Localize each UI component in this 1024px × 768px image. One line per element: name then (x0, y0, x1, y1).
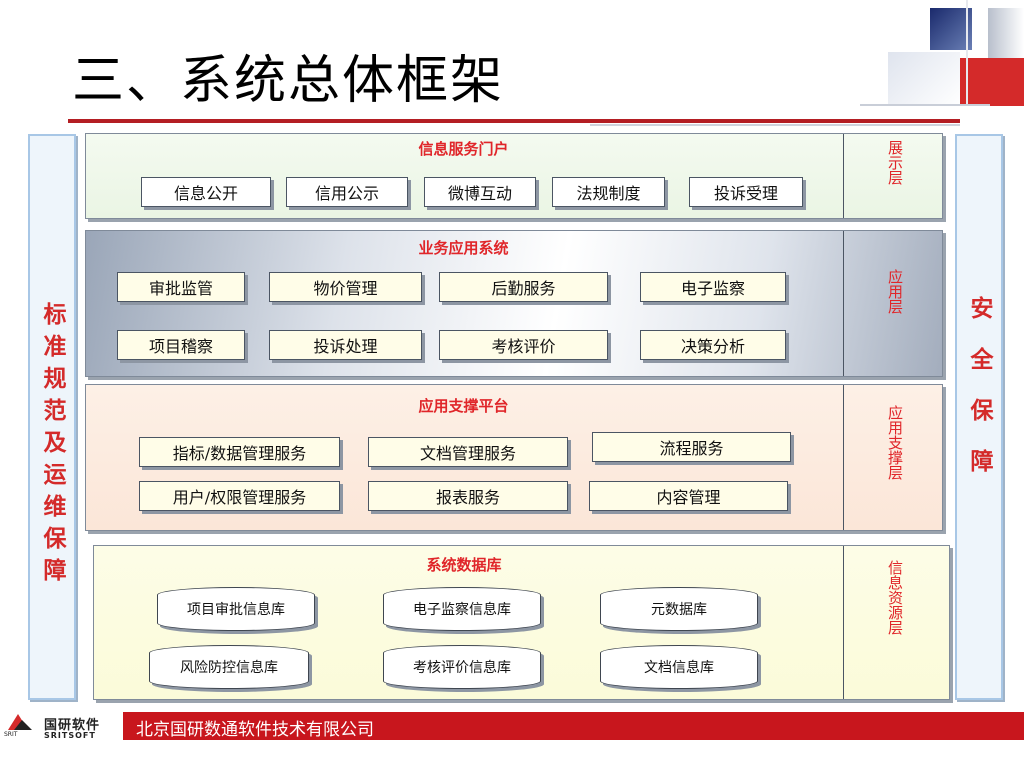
support-item: 用户/权限管理服务 (139, 481, 340, 511)
database-cylinder: 项目审批信息库 (157, 587, 315, 631)
business-item: 物价管理 (269, 272, 422, 302)
database-cylinder: 元数据库 (600, 587, 758, 631)
logo-name-en: SRITSOFT (44, 731, 96, 740)
title-underline-secondary (590, 124, 960, 126)
database-cylinder: 考核评价信息库 (383, 645, 541, 689)
page-title: 三、系统总体框架 (72, 51, 505, 111)
footer-company-name: 北京国研数通软件技术有限公司 (136, 720, 374, 740)
support-item: 文档管理服务 (368, 437, 568, 467)
right-pillar-security: 安全保障 (955, 134, 1003, 700)
business-item: 项目稽察 (117, 330, 245, 360)
left-pillar-standards-ops: 标准规范及运维保障 (28, 134, 76, 700)
layer-divider (843, 231, 844, 376)
support-item: 报表服务 (368, 481, 568, 511)
right-pillar-label: 安全保障 (966, 296, 992, 500)
database-cylinder: 风险防控信息库 (149, 645, 309, 689)
support-item: 指标/数据管理服务 (139, 437, 340, 467)
business-item: 决策分析 (640, 330, 786, 360)
portal-item: 信用公示 (286, 177, 408, 207)
portal-item: 信息公开 (141, 177, 271, 207)
layer-divider (843, 546, 844, 699)
layer-divider (843, 385, 844, 530)
layer-label-data-resources: 信息资源层 (886, 560, 904, 635)
layer-label-support: 应用支撑层 (886, 405, 904, 480)
portal-item: 法规制度 (552, 177, 665, 207)
layer-title-portal: 信息服务门户 (418, 140, 509, 158)
layer-title-business: 业务应用系统 (418, 239, 509, 257)
support-item: 内容管理 (589, 481, 788, 511)
portal-item: 投诉受理 (689, 177, 803, 207)
layer-divider (843, 134, 844, 218)
layer-title-support: 应用支撑平台 (418, 397, 509, 415)
footer-bar (123, 712, 1024, 740)
support-item: 流程服务 (592, 432, 791, 462)
title-underline (68, 119, 960, 123)
database-cylinder: 电子监察信息库 (383, 587, 541, 631)
company-logo-mark-icon (8, 714, 32, 730)
portal-item: 微博互动 (424, 177, 536, 207)
left-pillar-label: 标准规范及运维保障 (39, 302, 65, 590)
logo-name: 国研软件 (44, 718, 101, 733)
corner-decoration (860, 0, 1024, 120)
database-cylinder: 文档信息库 (600, 645, 758, 689)
layer-label-application: 应用层 (886, 269, 904, 314)
logo-mark-text: SRIT (4, 731, 18, 738)
business-item: 考核评价 (439, 330, 608, 360)
layer-title-database: 系统数据库 (426, 556, 502, 574)
business-item: 审批监管 (117, 272, 245, 302)
business-item: 投诉处理 (269, 330, 422, 360)
business-item: 电子监察 (640, 272, 786, 302)
business-item: 后勤服务 (439, 272, 608, 302)
layer-label-presentation: 展示层 (886, 140, 904, 185)
